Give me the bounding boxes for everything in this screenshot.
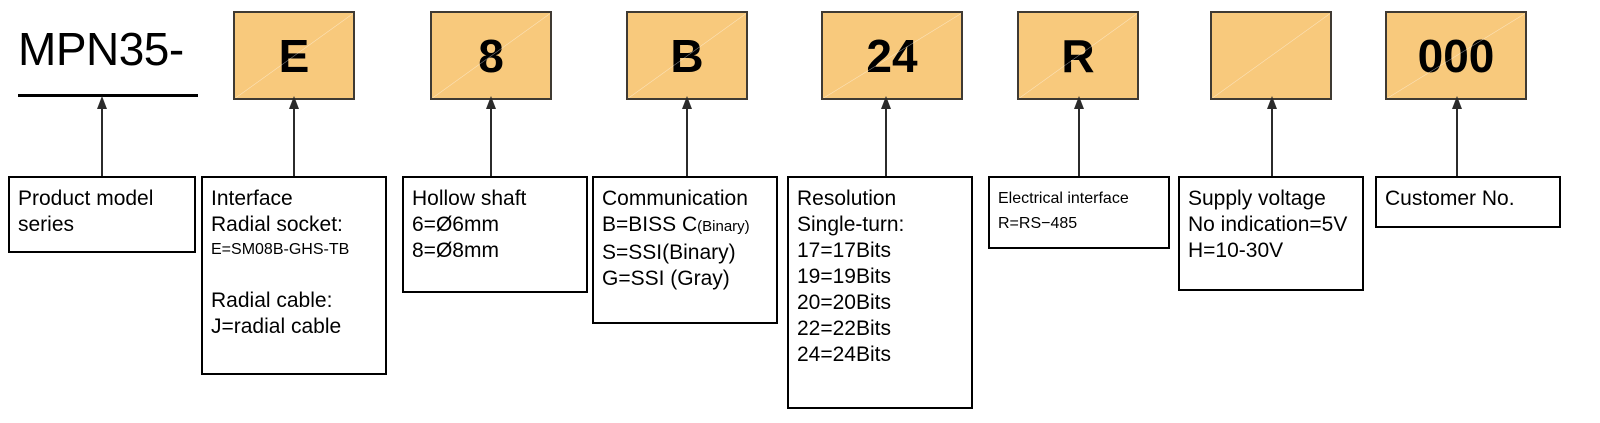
- connector-hollow-shaft: [490, 108, 492, 176]
- code-chip-interface[interactable]: E: [233, 11, 355, 100]
- code-chip-communication[interactable]: B: [626, 11, 748, 100]
- desc-box-communication: Communication B=BISS C(Binary) S=SSI(Bin…: [592, 176, 778, 324]
- desc-line: E=SM08B-GHS-TB: [211, 241, 350, 258]
- arrowhead-product-model: [97, 96, 107, 109]
- desc-line: Hollow shaft: [412, 187, 527, 210]
- code-chip-communication-value: B: [670, 29, 704, 82]
- code-chip-hollow-shaft-value: 8: [478, 29, 504, 82]
- arrowhead-communication: [682, 96, 692, 109]
- desc-line: 22=22Bits: [797, 317, 891, 340]
- desc-line: J=radial cable: [211, 315, 342, 338]
- desc-line: G=SSI (Gray): [602, 267, 730, 290]
- desc-box-product-model-series: Product model series: [8, 176, 196, 253]
- desc-line: Interface: [211, 187, 293, 210]
- desc-line: Single-turn:: [797, 213, 905, 236]
- connector-interface: [293, 108, 295, 176]
- connector-resolution: [885, 108, 887, 176]
- code-chip-resolution-value: 24: [866, 29, 918, 82]
- code-chip-supply-voltage[interactable]: [1210, 11, 1332, 100]
- desc-box-customer-no: Customer No.: [1375, 176, 1561, 228]
- desc-box-resolution: Resolution Single-turn: 17=17Bits 19=19B…: [787, 176, 973, 409]
- desc-line-spacer: [211, 262, 378, 288]
- arrowhead-customer-no: [1452, 96, 1462, 109]
- desc-line: Radial cable:: [211, 289, 333, 312]
- desc-box-interface: Interface Radial socket: E=SM08B-GHS-TB …: [201, 176, 387, 375]
- desc-line: Customer No.: [1385, 187, 1515, 210]
- desc-line: R=RS−485: [998, 215, 1078, 232]
- desc-line: 6=Ø6mm: [412, 213, 499, 236]
- desc-line: 8=Ø8mm: [412, 239, 499, 262]
- code-chip-customer-no[interactable]: 000: [1385, 11, 1527, 100]
- desc-line-main: B=BISS C: [602, 213, 698, 236]
- desc-box-electrical-interface: Electrical interface R=RS−485: [988, 176, 1170, 249]
- connector-communication: [686, 108, 688, 176]
- connector-customer-no: [1456, 108, 1458, 176]
- arrowhead-hollow-shaft: [486, 96, 496, 109]
- desc-line: S=SSI(Binary): [602, 241, 736, 264]
- arrowhead-supply-voltage: [1267, 96, 1277, 109]
- desc-box-hollow-shaft: Hollow shaft 6=Ø6mm 8=Ø8mm: [402, 176, 588, 293]
- desc-line: Resolution: [797, 187, 897, 210]
- connector-electrical-interface: [1078, 108, 1080, 176]
- code-chip-electrical-interface[interactable]: R: [1017, 11, 1139, 100]
- desc-line: 24=24Bits: [797, 343, 891, 366]
- desc-line: 17=17Bits: [797, 239, 891, 262]
- arrowhead-electrical-interface: [1074, 96, 1084, 109]
- desc-line: Product model: [18, 187, 154, 210]
- code-chip-customer-no-value: 000: [1417, 29, 1495, 82]
- desc-line: 20=20Bits: [797, 291, 891, 314]
- desc-box-supply-voltage: Supply voltage No indication=5V H=10-30V: [1178, 176, 1364, 291]
- arrowhead-interface: [289, 96, 299, 109]
- code-chip-interface-value: E: [278, 29, 310, 82]
- code-chip-electrical-interface-value: R: [1061, 29, 1095, 82]
- desc-line: Radial socket:: [211, 213, 343, 236]
- desc-line-sub: (Binary): [697, 218, 750, 235]
- prefix-underline: [18, 94, 198, 97]
- desc-line: Electrical interface: [998, 190, 1129, 207]
- desc-line: Supply voltage: [1188, 187, 1326, 210]
- part-number-prefix-label: MPN35-: [18, 23, 184, 75]
- desc-line: 19=19Bits: [797, 265, 891, 288]
- connector-supply-voltage: [1271, 108, 1273, 176]
- desc-line: H=10-30V: [1188, 239, 1284, 262]
- code-chip-resolution[interactable]: 24: [821, 11, 963, 100]
- desc-line: series: [18, 213, 75, 236]
- desc-line-with-sub: B=BISS C(Binary): [602, 212, 769, 240]
- connector-product-model: [101, 108, 103, 176]
- code-chip-hollow-shaft[interactable]: 8: [430, 11, 552, 100]
- arrowhead-resolution: [881, 96, 891, 109]
- desc-line: No indication=5V: [1188, 213, 1348, 236]
- desc-line: Communication: [602, 187, 748, 210]
